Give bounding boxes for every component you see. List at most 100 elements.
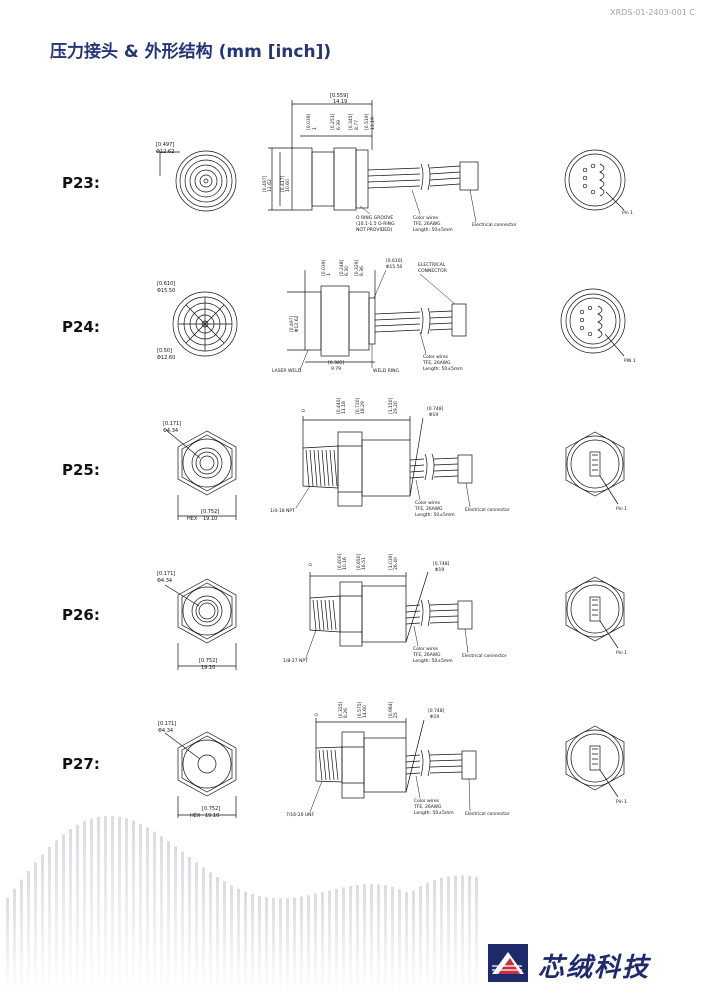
decor-bar [6, 897, 9, 993]
decor-bar [391, 886, 394, 993]
p25-seg1-mm: 11.18 [341, 401, 347, 414]
decor-bar [335, 888, 338, 993]
p25-seg2-inch: [0.720] [355, 397, 361, 414]
model-label-p25: P25: [62, 461, 100, 479]
decor-bar [447, 876, 450, 993]
p26-seg3-mm: 26.40 [393, 557, 399, 570]
p23-seg4-mm: 13.19 [370, 117, 376, 130]
p27-wire-1: Color wires [414, 798, 440, 804]
p25-dia-mm: Φ19 [429, 412, 438, 418]
decor-bar [34, 862, 37, 993]
p27-hex-mm: 19.10 [205, 813, 219, 819]
p23-seg1-inch: [0.039] [306, 113, 312, 130]
decor-bar [27, 870, 30, 993]
decor-bar [412, 890, 415, 993]
p24-front-dim2-mm: Φ12.60 [157, 355, 175, 361]
decor-bar [419, 886, 422, 993]
decor-bar [83, 821, 86, 993]
p25-side-view [302, 416, 473, 507]
p27-zero: 0 [314, 713, 320, 716]
p25-wire-3: Length: 50±5mm [415, 512, 455, 518]
decor-bar [426, 882, 429, 993]
decor-bar [48, 847, 51, 993]
p26-dia-inch: [0.748] [433, 561, 450, 567]
p23-seg2-mm: 6.39 [336, 120, 342, 130]
decor-bar [468, 875, 471, 993]
decor-bar [41, 854, 44, 993]
p27-side-view [315, 718, 477, 799]
p27-connector: Electrical connector [465, 811, 510, 817]
decor-bar [454, 875, 457, 993]
p23-pin-label: Pin 1 [622, 210, 633, 216]
decor-bar [167, 841, 170, 993]
decor-bar [153, 831, 156, 993]
decor-bar [20, 879, 23, 993]
p23-overall-mm: 14.19 [333, 99, 347, 105]
page-title: 压力接头 & 外形结构 (mm [inch]) [50, 42, 332, 62]
p24-side-view [287, 270, 467, 363]
p24-front-dim-mm: Φ15.50 [157, 288, 175, 294]
decor-bar [139, 823, 142, 993]
p26-pin-label: Pin 1 [616, 650, 627, 656]
decor-bar [307, 895, 310, 993]
decor-bar [272, 897, 275, 993]
decor-bar [111, 816, 114, 993]
decor-bar [97, 816, 100, 993]
decor-bar [188, 856, 191, 993]
p27-dia-mm: Φ19 [430, 714, 439, 720]
decor-bar [300, 896, 303, 993]
p26-wire-2: TFE, 26AWG [412, 652, 441, 658]
decor-bar [62, 834, 65, 993]
p23-side-view [268, 100, 479, 211]
decor-bar [314, 893, 317, 993]
decor-bar [90, 818, 93, 993]
p24-connector-2: CONNECTOR [418, 268, 447, 274]
decor-bar [328, 890, 331, 993]
decor-bar [223, 881, 226, 993]
p24-seg3-mm: 8.36 [359, 266, 365, 276]
p24-wire-2: TFE, 26AWG [422, 360, 451, 366]
p25-seg3-mm: 29.20 [393, 401, 399, 414]
p25-front-view [165, 429, 237, 520]
p24-connector-1: ELECTRICAL [418, 262, 446, 268]
p24-dia-mm: Φ15.50 [386, 264, 403, 270]
p23-front-dim-mm: Φ12.62 [156, 149, 174, 155]
p25-hex-inch: [0.752] [201, 509, 219, 515]
p23-front-view [156, 150, 237, 212]
decor-bar [160, 836, 163, 993]
p27-dia-inch: [0.748] [428, 708, 445, 714]
p23-seg4-inch: [0.519] [364, 113, 370, 130]
p27-seg2-inch: [0.575] [357, 701, 363, 718]
model-label-p24: P24: [62, 318, 100, 336]
decor-bar [76, 824, 79, 993]
p23-wire-3: Length: 50±5mm [413, 227, 453, 233]
p27-pin-label: Pin 1 [616, 799, 627, 805]
p25-zero: 0 [301, 409, 307, 412]
decor-bar [13, 888, 16, 993]
p25-front-dim-mm: Φ4.34 [163, 428, 178, 434]
decor-bar [286, 898, 289, 993]
p26-connector: Electrical connector [462, 653, 507, 659]
decor-bar [279, 898, 282, 993]
decor-bar [405, 892, 408, 993]
p24-wire-3: Length: 50±5mm [423, 366, 463, 372]
p24-dia-inch: [0.610] [386, 258, 403, 264]
decor-bar [384, 885, 387, 993]
decor-bar [202, 867, 205, 993]
decor-bar [349, 886, 352, 993]
p23-oring-1: O RING GROOVE [356, 215, 393, 221]
decor-bar [69, 829, 72, 993]
p27-front-view [164, 731, 237, 818]
p27-seg3-inch: [0.984] [388, 701, 394, 718]
p25-front-dim-inch: [0.171] [163, 421, 181, 427]
decor-bar [181, 851, 184, 993]
p26-seg3-inch: [1.039] [388, 553, 394, 570]
p23-h1-mm: 12.62 [267, 179, 273, 192]
p25-dia-inch: [0.748] [427, 406, 444, 412]
decor-bar [132, 820, 135, 993]
p27-hex-label: HEX [190, 813, 201, 819]
p23-h1-inch: [0.497] [262, 175, 268, 192]
p25-seg2-mm: 18.29 [360, 401, 366, 414]
p27-seg1-mm: 8.26 [343, 708, 349, 718]
p26-wire-1: Color wires [413, 646, 439, 652]
